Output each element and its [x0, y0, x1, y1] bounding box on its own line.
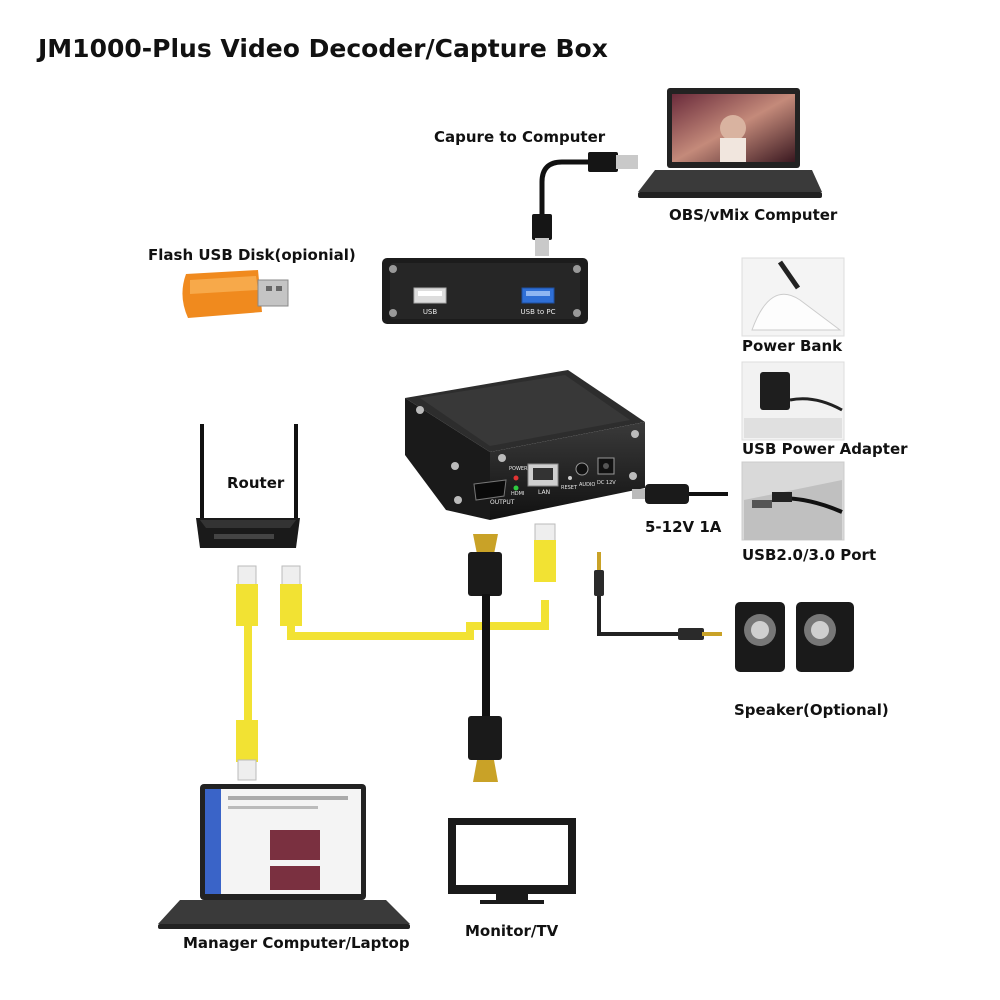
port-label-usb-to-pc: USB to PC [521, 308, 556, 316]
hdmi-cable [468, 534, 502, 782]
obs-laptop [638, 88, 822, 198]
page-title: JM1000-Plus Video Decoder/Capture Box [38, 34, 608, 63]
port-label-lan: LAN [538, 489, 550, 496]
label-voltage: 5-12V 1A [645, 518, 722, 536]
usb-cable-to-pc [532, 152, 638, 256]
label-manager-laptop: Manager Computer/Laptop [183, 934, 410, 952]
port-label-hdmi: HDMI [511, 491, 524, 497]
usb-port-laptop [741, 461, 845, 541]
dc-power-cable [632, 484, 728, 504]
flash-usb-disk [182, 270, 289, 318]
device-rear-panel: USB USB to PC [382, 258, 588, 324]
manager-laptop [158, 784, 410, 929]
router [196, 424, 300, 548]
monitor-tv [448, 818, 576, 904]
label-speaker: Speaker(Optional) [734, 701, 889, 719]
port-label-output: OUTPUT [490, 499, 515, 506]
box-lan-connector [534, 523, 556, 582]
label-usb-power-adapter: USB Power Adapter [742, 440, 908, 458]
speakers [735, 602, 854, 672]
router-lan-cables [236, 565, 549, 781]
port-label-dc: DC 12V [597, 480, 616, 486]
decoder-box: OUTPUT POWER HDMI LAN RESET AUDIO DC 12V [405, 370, 645, 520]
port-label-power: POWER [509, 466, 528, 472]
audio-cable [594, 552, 722, 640]
label-capture-to-computer: Capure to Computer [434, 128, 606, 146]
power-bank [741, 257, 845, 337]
port-label-reset: RESET [561, 485, 578, 491]
port-label-audio: AUDIO [579, 482, 595, 488]
label-obs-computer: OBS/vMix Computer [669, 206, 838, 224]
port-label-usb: USB [423, 308, 438, 316]
usb-power-adapter [741, 361, 845, 441]
label-monitor-tv: Monitor/TV [465, 922, 559, 940]
label-power-bank: Power Bank [742, 337, 843, 355]
label-flash-usb: Flash USB Disk(opionial) [148, 246, 356, 264]
label-router: Router [227, 474, 285, 492]
label-usb-port: USB2.0/3.0 Port [742, 546, 877, 564]
